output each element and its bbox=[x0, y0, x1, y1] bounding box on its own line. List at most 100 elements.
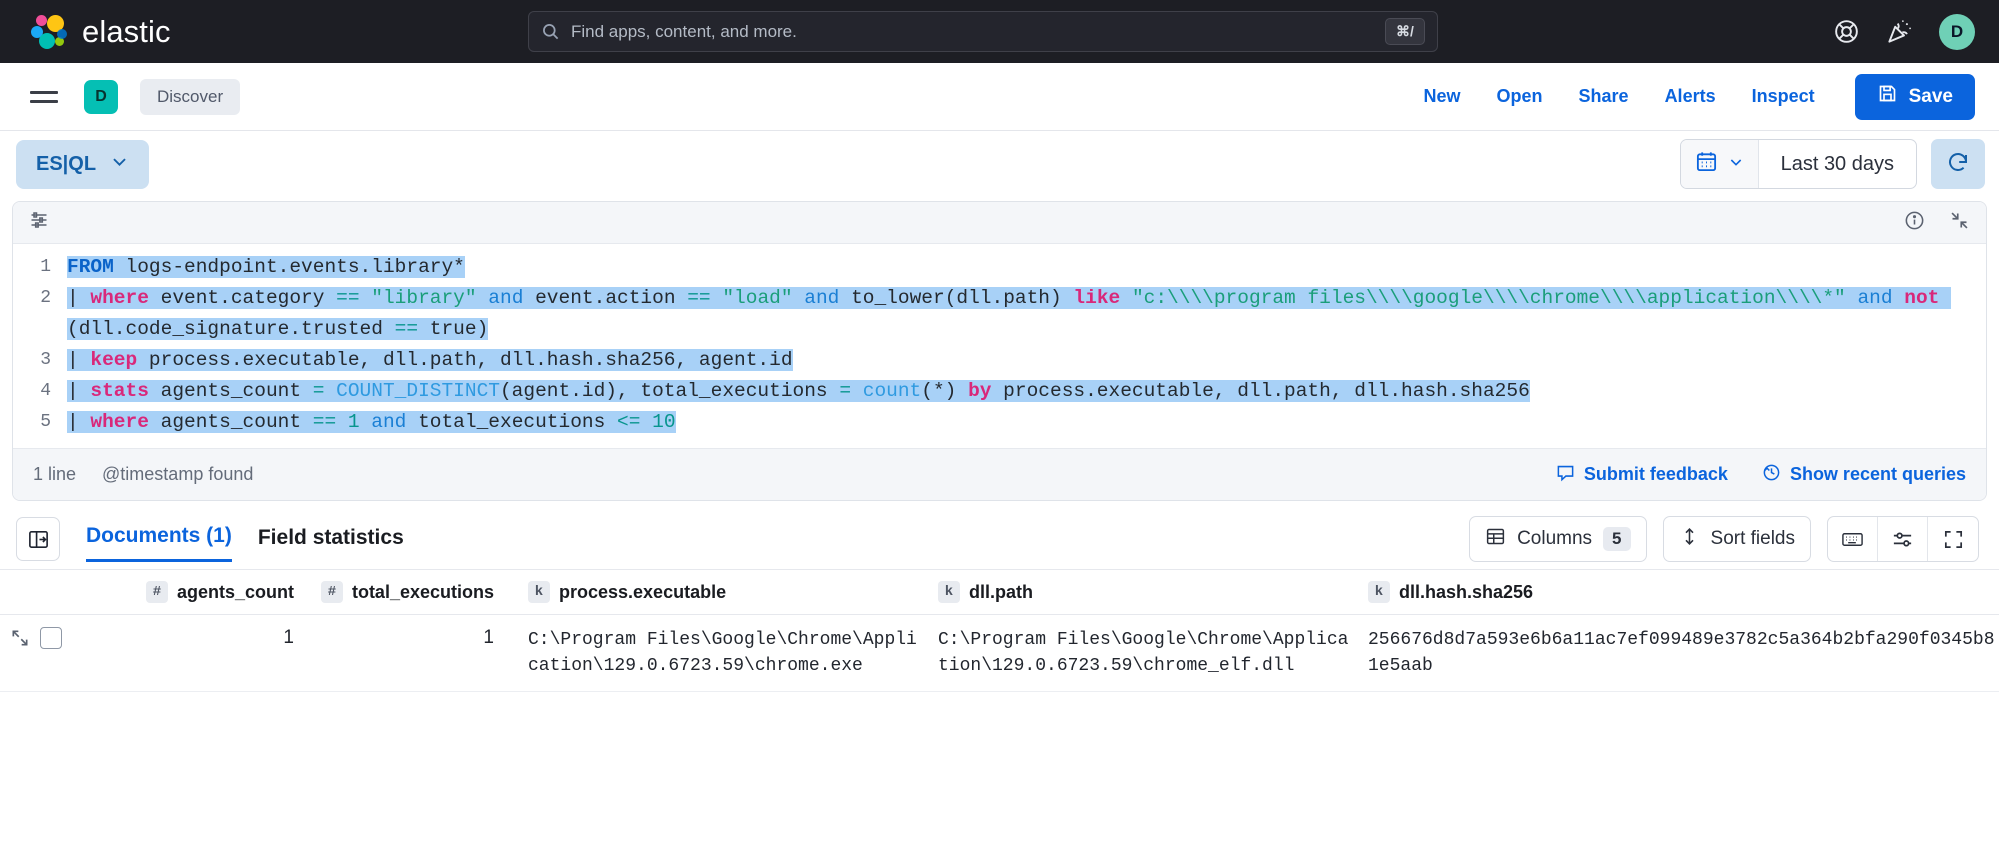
code-token: == bbox=[336, 287, 360, 309]
code-token: "library" bbox=[371, 287, 477, 309]
nav-actions: New Open Share Alerts Inspect Save bbox=[1423, 73, 1975, 120]
code-line-text[interactable]: | keep process.executable, dll.path, dll… bbox=[67, 345, 1986, 376]
sort-updown-icon bbox=[1679, 526, 1700, 553]
header-dll-path[interactable]: k dll.path bbox=[926, 581, 1356, 603]
code-token bbox=[640, 411, 653, 433]
code-token: == bbox=[312, 411, 337, 433]
code-token: and bbox=[1857, 287, 1893, 309]
header-total-executions[interactable]: # total_executions bbox=[316, 581, 516, 603]
nav-link-open[interactable]: Open bbox=[1496, 86, 1543, 106]
sort-fields-button[interactable]: Sort fields bbox=[1662, 516, 1811, 562]
code-token bbox=[359, 411, 372, 433]
code-token: agents_count bbox=[148, 380, 313, 402]
nav-link-new[interactable]: New bbox=[1423, 86, 1461, 106]
time-picker: Last 30 days bbox=[1679, 139, 1917, 189]
code-token: keep bbox=[90, 349, 138, 371]
display-options-icon[interactable] bbox=[1878, 517, 1928, 561]
editor-settings-icon[interactable] bbox=[29, 210, 49, 235]
keyboard-icon[interactable] bbox=[1828, 517, 1878, 561]
code-token: <= bbox=[617, 411, 641, 433]
submit-feedback-button[interactable]: Submit feedback bbox=[1556, 463, 1728, 487]
calendar-icon-button[interactable] bbox=[1680, 140, 1759, 188]
nav-link-share[interactable]: Share bbox=[1578, 86, 1629, 106]
field-type-icon-number: # bbox=[145, 581, 168, 603]
nav-link-inspect[interactable]: Inspect bbox=[1751, 86, 1815, 106]
code-token: (agent.id), total_executions bbox=[499, 380, 840, 402]
calendar-chevron-down-icon bbox=[1728, 154, 1744, 175]
editor-footer: 1 line @timestamp found Submit feedback … bbox=[13, 448, 1986, 500]
code-token: count bbox=[862, 380, 922, 402]
cell-dll-path: C:\Program Files\Google\Chrome\Applicati… bbox=[938, 630, 1349, 676]
code-token: = bbox=[312, 380, 325, 402]
field-type-icon-keyword: k bbox=[528, 581, 550, 603]
code-token bbox=[792, 287, 805, 309]
editor-toolbar bbox=[13, 202, 1986, 244]
grid-icon-group bbox=[1827, 516, 1979, 562]
code-token: true) bbox=[418, 318, 489, 340]
header-dll-hash-sha256[interactable]: k dll.hash.sha256 bbox=[1356, 581, 1999, 603]
results-tabs-row: Documents (1) Field statistics Columns 5… bbox=[0, 501, 1999, 563]
code-token bbox=[1892, 287, 1905, 309]
field-type-icon-keyword: k bbox=[1368, 581, 1390, 603]
row-select-checkbox[interactable] bbox=[40, 627, 62, 649]
code-token: to_lower(dll.path) bbox=[839, 287, 1074, 309]
code-token bbox=[324, 380, 337, 402]
breadcrumb[interactable]: Discover bbox=[140, 78, 241, 115]
code-token: logs-endpoint.events.library* bbox=[125, 256, 465, 278]
refresh-button[interactable] bbox=[1931, 139, 1985, 189]
columns-button[interactable]: Columns 5 bbox=[1469, 516, 1647, 562]
line-number: 3 bbox=[40, 350, 51, 370]
global-search-input[interactable]: Find apps, content, and more. ⌘/ bbox=[528, 11, 1438, 52]
line-number: 5 bbox=[40, 412, 51, 432]
user-avatar[interactable]: D bbox=[1939, 13, 1975, 50]
show-recent-queries-button[interactable]: Show recent queries bbox=[1762, 463, 1966, 487]
header-agents-count-label: agents_count bbox=[176, 581, 294, 602]
global-search-placeholder: Find apps, content, and more. bbox=[571, 21, 797, 41]
columns-count: 5 bbox=[1603, 527, 1631, 551]
submit-feedback-label: Submit feedback bbox=[1583, 464, 1728, 484]
hamburger-menu-icon[interactable] bbox=[30, 90, 58, 103]
table-icon bbox=[1485, 526, 1506, 553]
query-language-selector[interactable]: ES|QL bbox=[16, 139, 150, 189]
header-agents-count[interactable]: # agents_count bbox=[86, 581, 316, 603]
tab-documents[interactable]: Documents (1) bbox=[86, 524, 232, 562]
lifebuoy-icon[interactable] bbox=[1833, 18, 1860, 45]
info-circle-icon[interactable] bbox=[1904, 210, 1925, 236]
code-line-text[interactable]: | stats agents_count = COUNT_DISTINCT(ag… bbox=[67, 376, 1986, 407]
app-nav-bar: D Discover New Open Share Alerts Inspect… bbox=[0, 63, 1999, 131]
editor-line-count: 1 line bbox=[33, 464, 77, 484]
expand-row-icon[interactable] bbox=[10, 628, 30, 648]
save-button-label: Save bbox=[1908, 85, 1953, 107]
search-shortcut-badge: ⌘/ bbox=[1385, 18, 1425, 45]
nav-link-alerts[interactable]: Alerts bbox=[1664, 86, 1716, 106]
code-token: "load" bbox=[722, 287, 793, 309]
line-number: 4 bbox=[40, 381, 51, 401]
code-token bbox=[1120, 287, 1132, 309]
code-token: == bbox=[394, 318, 419, 340]
fullscreen-icon[interactable] bbox=[1928, 517, 1978, 561]
header-process-executable[interactable]: k process.executable bbox=[516, 581, 926, 603]
time-range-value[interactable]: Last 30 days bbox=[1780, 152, 1894, 175]
cell-agents-count: 1 bbox=[283, 627, 294, 648]
code-token bbox=[359, 287, 372, 309]
code-line-text[interactable]: | where agents_count == 1 and total_exec… bbox=[67, 407, 1986, 438]
query-bar-row: ES|QL Last 30 days bbox=[0, 131, 1999, 197]
show-recent-queries-label: Show recent queries bbox=[1789, 464, 1966, 484]
collapse-icon[interactable] bbox=[1949, 210, 1970, 236]
save-button[interactable]: Save bbox=[1854, 73, 1975, 120]
table-row[interactable]: 1 1 C:\Program Files\Google\Chrome\Appli… bbox=[0, 615, 1999, 692]
tab-field-statistics[interactable]: Field statistics bbox=[257, 525, 404, 549]
code-line-text[interactable]: | where event.category == "library" and … bbox=[67, 283, 1986, 345]
space-badge[interactable]: D bbox=[84, 79, 118, 114]
code-line: 2 | where event.category == "library" and… bbox=[13, 283, 1986, 345]
line-number: 2 bbox=[40, 288, 51, 308]
party-popper-icon[interactable] bbox=[1886, 18, 1913, 45]
code-line: 5 | where agents_count == 1 and total_exe… bbox=[13, 407, 1986, 438]
code-line-text[interactable]: FROM logs-endpoint.events.library* bbox=[67, 252, 1986, 283]
field-type-icon-number: # bbox=[320, 581, 343, 603]
code-token: total_executions bbox=[406, 411, 618, 433]
code-token: not bbox=[1904, 287, 1940, 309]
toggle-sidebar-icon[interactable] bbox=[16, 517, 60, 561]
